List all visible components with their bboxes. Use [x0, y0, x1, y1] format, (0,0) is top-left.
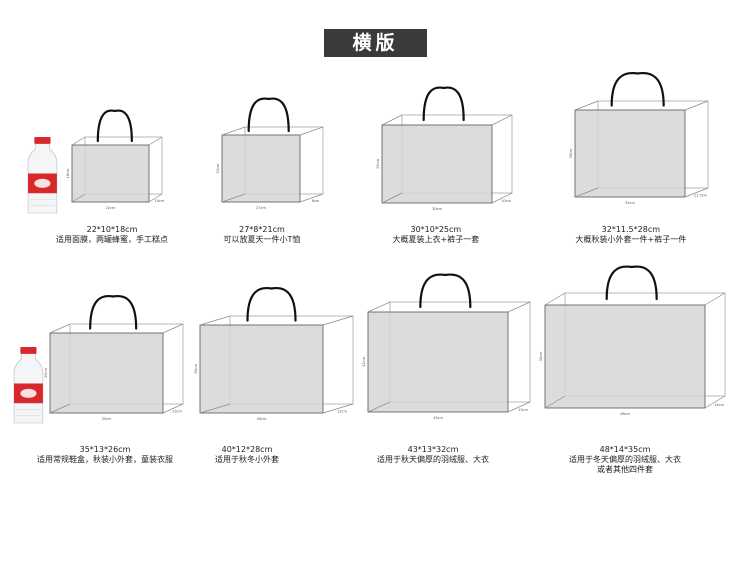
- width-label: 27cm: [256, 206, 266, 210]
- title-banner: 横版: [324, 29, 427, 57]
- width-label: 32cm: [625, 201, 635, 205]
- bag-size: 43*13*32cm: [407, 445, 459, 454]
- bag-handle: [605, 265, 658, 301]
- bag-handle: [96, 109, 133, 143]
- water-bottle-icon: [27, 137, 58, 214]
- bag-handle: [610, 71, 665, 107]
- width-label: 22cm: [106, 206, 116, 210]
- bag-size: 30*10*25cm: [410, 225, 462, 234]
- bag-7: 43cm 13cm 32cm: [362, 273, 531, 420]
- width-label: 48cm: [620, 412, 630, 416]
- bag-handle: [89, 294, 138, 330]
- bag-8: 48cm 14cm 35cm: [539, 265, 726, 416]
- bag-handle: [247, 97, 290, 133]
- depth-label: 11.5cm: [694, 194, 708, 198]
- bag-6: 40cm 12cm 28cm: [194, 286, 354, 421]
- bag-use: 适用常规鞋盒，秋装小外套，童装衣服: [37, 455, 173, 464]
- bag-front-face: [199, 324, 324, 414]
- bag-2: 27cm 8cm 21cm: [216, 97, 324, 210]
- bag-5: 35cm 13cm 26cm: [44, 294, 184, 421]
- height-label: 28cm: [194, 364, 198, 374]
- bag-use: 适用面膜，两罐蜂蜜，手工糕点: [56, 235, 168, 244]
- bag-use: 大概秋装小外套一件+裤子一件: [575, 235, 687, 244]
- depth-label: 14cm: [714, 403, 724, 407]
- height-label: 21cm: [216, 163, 220, 173]
- bag-use: 适用于秋天偏厚的羽绒服、大衣: [377, 455, 489, 464]
- width-label: 30cm: [432, 207, 442, 211]
- bag-handle: [422, 86, 465, 122]
- bag-front-face: [221, 134, 301, 203]
- depth-label: 10cm: [501, 199, 511, 203]
- height-label: 28cm: [569, 148, 573, 158]
- bag-use: 适用于冬天偏厚的羽绒服、大衣: [569, 455, 681, 464]
- bag-front-face: [381, 124, 493, 204]
- bag-1: 22cm 10cm 18cm: [66, 109, 165, 210]
- bag-handle: [246, 286, 297, 322]
- depth-label: 10cm: [155, 199, 165, 203]
- height-label: 35cm: [539, 351, 543, 361]
- depth-label: 13cm: [518, 408, 528, 412]
- bag-size: 22*10*18cm: [86, 225, 138, 234]
- depth-label: 8cm: [312, 199, 320, 203]
- bag-size: 40*12*28cm: [221, 445, 273, 454]
- height-label: 26cm: [44, 368, 48, 378]
- width-label: 40cm: [257, 417, 267, 421]
- bag-4: 32cm 11.5cm 28cm: [569, 71, 709, 205]
- bag-size: 48*14*35cm: [599, 445, 651, 454]
- bag-size: 27*8*21cm: [239, 225, 285, 234]
- bag-size: 32*11.5*28cm: [601, 225, 661, 234]
- bag-3: 30cm 10cm 25cm: [376, 86, 513, 211]
- bag-use-line2: 或者其他四件套: [597, 465, 653, 474]
- bag-handle: [419, 273, 472, 309]
- bag-use: 适用于秋冬小外套: [215, 455, 279, 464]
- height-label: 25cm: [376, 159, 380, 169]
- height-label: 32cm: [362, 357, 366, 367]
- bag-size: 35*13*26cm: [79, 445, 131, 454]
- water-bottle-icon: [13, 347, 44, 424]
- bag-front-face: [544, 304, 706, 409]
- depth-label: 12cm: [337, 410, 347, 414]
- bag-front-face: [49, 332, 164, 414]
- bag-front-face: [574, 109, 686, 198]
- bag-use: 大概夏装上衣+裤子一套: [392, 235, 480, 244]
- bag-front-face: [367, 311, 509, 413]
- height-label: 18cm: [66, 168, 70, 178]
- width-label: 35cm: [102, 417, 112, 421]
- depth-label: 13cm: [172, 410, 182, 414]
- width-label: 43cm: [433, 416, 443, 420]
- bag-use: 可以放夏天一件小T恤: [223, 235, 301, 244]
- bag-front-face: [71, 144, 150, 203]
